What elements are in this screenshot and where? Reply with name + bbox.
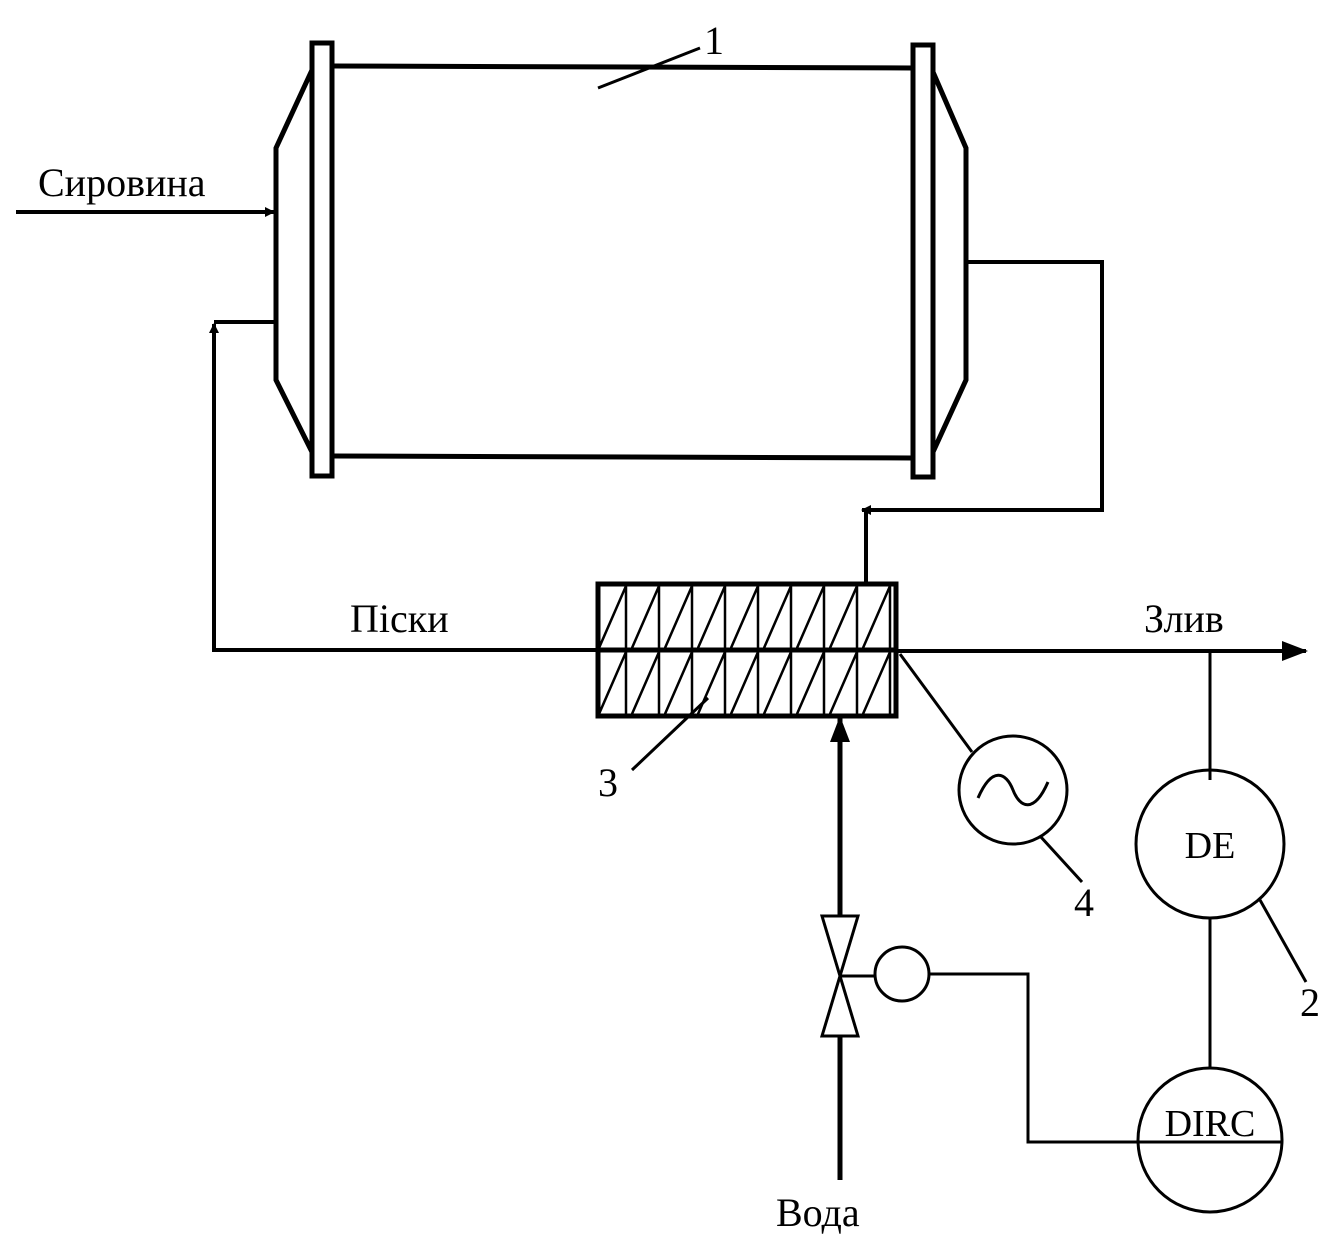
water-label: Вода	[776, 1190, 860, 1235]
input-label: Сировина	[38, 160, 206, 205]
ball-mill	[273, 40, 969, 480]
spiral-classifier	[595, 581, 899, 719]
leader-4	[1038, 834, 1084, 884]
number-4: 4	[1074, 880, 1094, 925]
controller-dirc: DIRC	[1136, 1066, 1284, 1214]
leader-1	[597, 46, 701, 90]
sands-label: Піски	[350, 596, 449, 641]
sensor-4	[898, 653, 1069, 846]
control-signal-line	[929, 972, 1138, 1144]
density-element: DE	[1134, 768, 1286, 920]
number-3: 3	[598, 760, 618, 805]
overflow-label: Злив	[1144, 596, 1224, 641]
leader-2	[1258, 899, 1308, 983]
number-1: 1	[704, 18, 724, 63]
de-label: DE	[1185, 825, 1236, 867]
sands-return-line	[209, 323, 598, 652]
dirc-label: DIRC	[1165, 1103, 1256, 1145]
number-2: 2	[1300, 980, 1320, 1025]
control-valve	[819, 914, 931, 1038]
leader-3	[630, 696, 710, 772]
mill-discharge-line	[861, 260, 1104, 515]
